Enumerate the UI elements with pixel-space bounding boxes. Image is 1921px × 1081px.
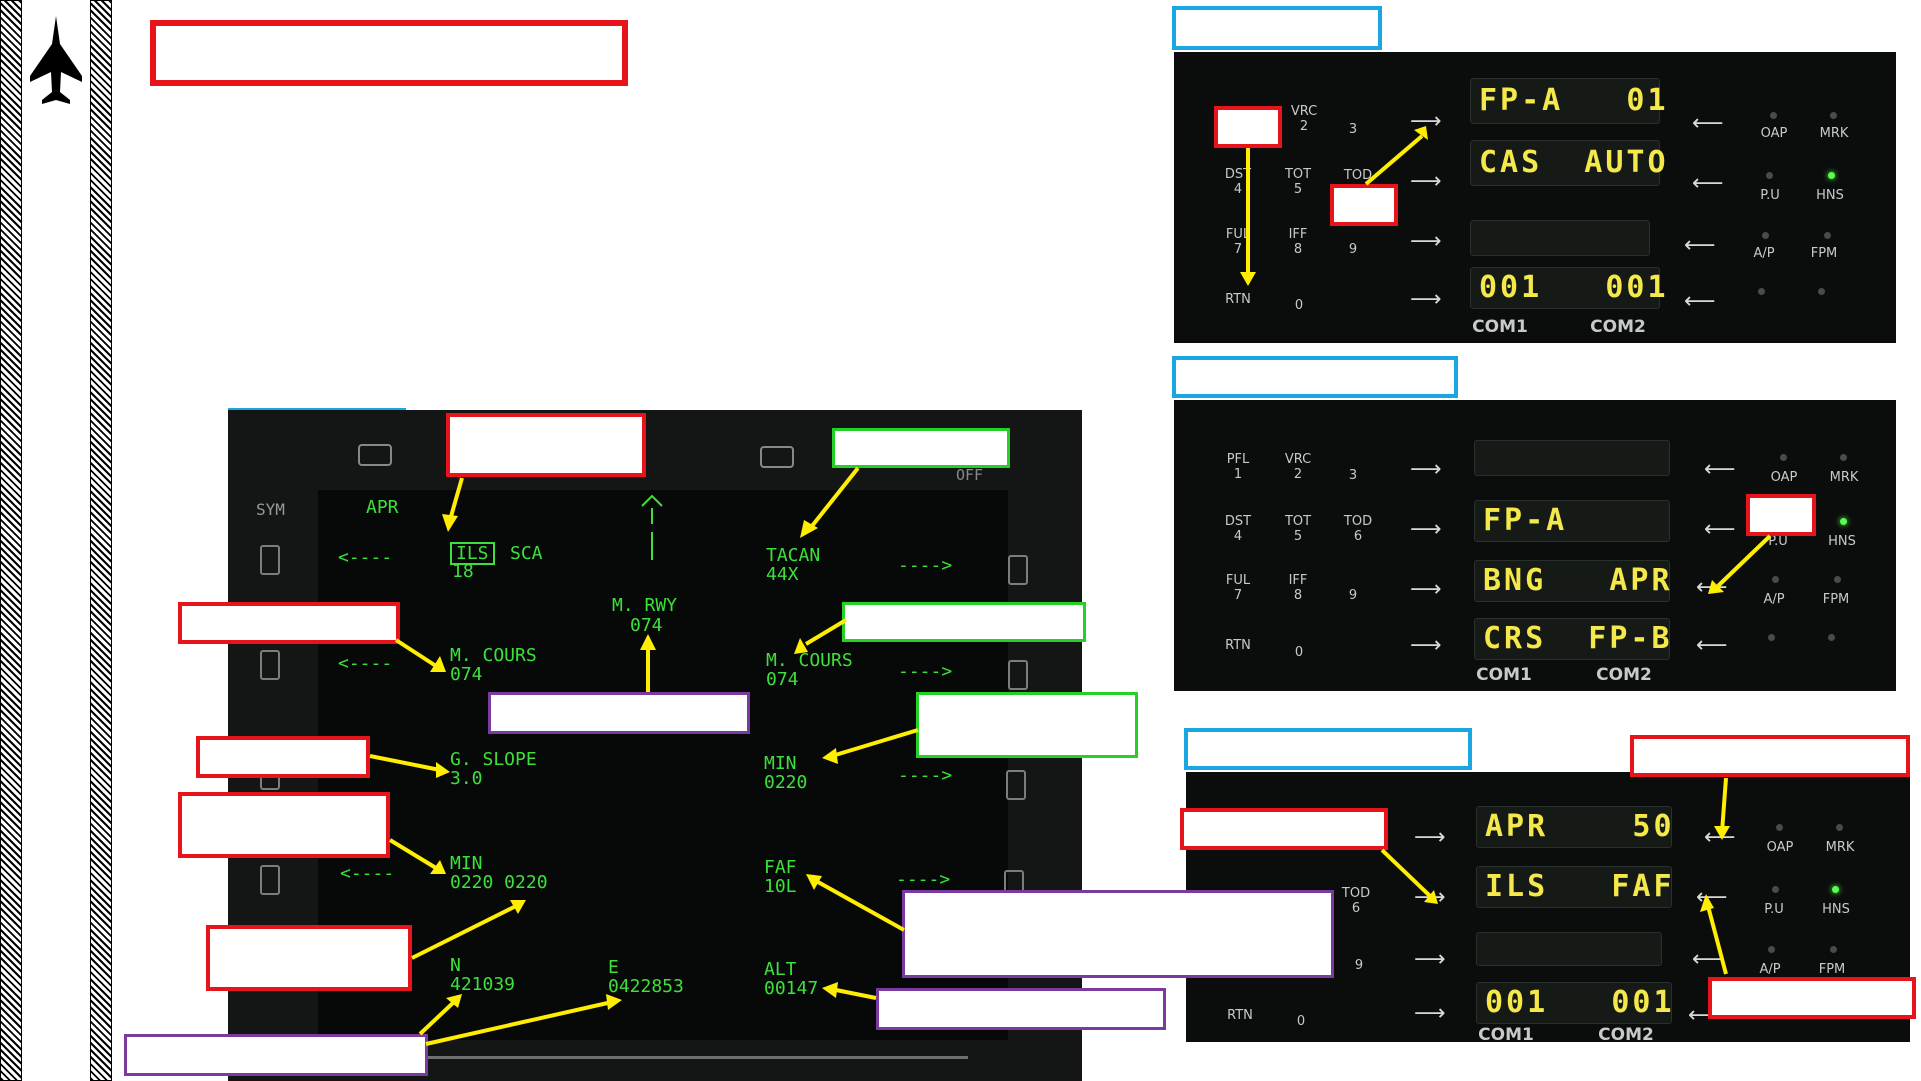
mfd-annotation-arrows: [0, 0, 1921, 1081]
